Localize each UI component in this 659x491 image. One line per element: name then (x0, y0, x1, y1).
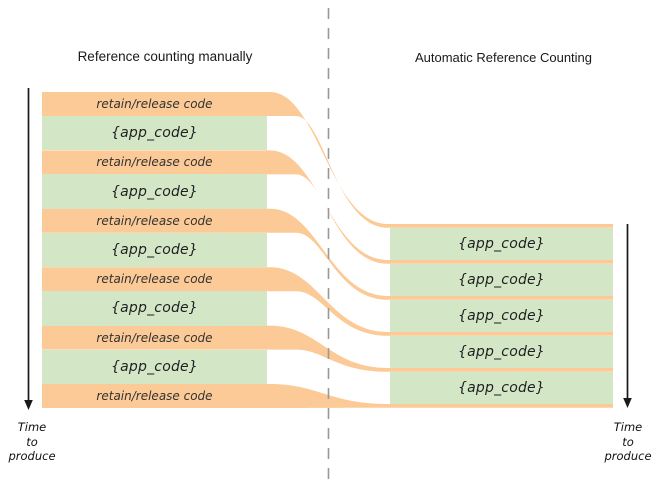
manual-app-code-band: {app_code} (42, 174, 267, 209)
manual-app-code-band: {app_code} (42, 232, 267, 268)
app-code-label: {app_code} (458, 235, 545, 252)
retain-release-label: retain/release code (96, 155, 213, 170)
manual-app-code-band: {app_code} (42, 116, 267, 151)
app-code-label: {app_code} (111, 241, 198, 258)
right-time-label-line2: to produce (604, 434, 652, 464)
manual-retain-release-band: retain/release code (42, 267, 267, 291)
right-time-to-produce-label: Time to produce (597, 420, 659, 464)
left-column-title: Reference counting manually (77, 49, 253, 64)
retain-release-label: retain/release code (96, 97, 213, 111)
app-code-label: {app_code} (458, 379, 545, 396)
right-time-label-line1: Time (613, 420, 643, 434)
app-code-label: {app_code} (458, 343, 545, 360)
app-code-label: {app_code} (458, 271, 545, 288)
arc-app-code-band: {app_code} (390, 263, 613, 296)
manual-retain-release-band: retain/release code (42, 209, 267, 233)
left-time-label-line1: Time (17, 420, 47, 434)
manual-retain-release-band: retain/release code (42, 92, 267, 116)
left-time-to-produce-label: Time to produce (2, 420, 62, 464)
arc-app-code-band: {app_code} (390, 299, 613, 332)
retain-release-label: retain/release code (96, 213, 213, 228)
app-code-label: {app_code} (458, 307, 545, 324)
retain-release-label: retain/release code (96, 330, 213, 345)
arc-app-code-band: {app_code} (390, 335, 613, 368)
arc-app-code-band: {app_code} (390, 371, 613, 404)
arc-app-code-band: {app_code} (390, 227, 613, 260)
app-code-label: {app_code} (111, 125, 198, 142)
manual-retain-release-band: retain/release code (42, 384, 267, 408)
retain-release-label: retain/release code (96, 272, 213, 287)
app-code-label: {app_code} (111, 183, 198, 200)
app-code-label: {app_code} (111, 358, 198, 375)
retain-release-label: retain/release code (96, 389, 213, 403)
right-column-title: Automatic Reference Counting (414, 50, 593, 65)
manual-retain-release-band: retain/release code (42, 326, 267, 350)
manual-app-code-band: {app_code} (42, 291, 267, 326)
app-code-label: {app_code} (111, 300, 198, 317)
manual-retain-release-band: retain/release code (42, 150, 267, 174)
manual-app-code-band: {app_code} (42, 349, 267, 384)
left-time-label-line2: to produce (8, 434, 56, 464)
